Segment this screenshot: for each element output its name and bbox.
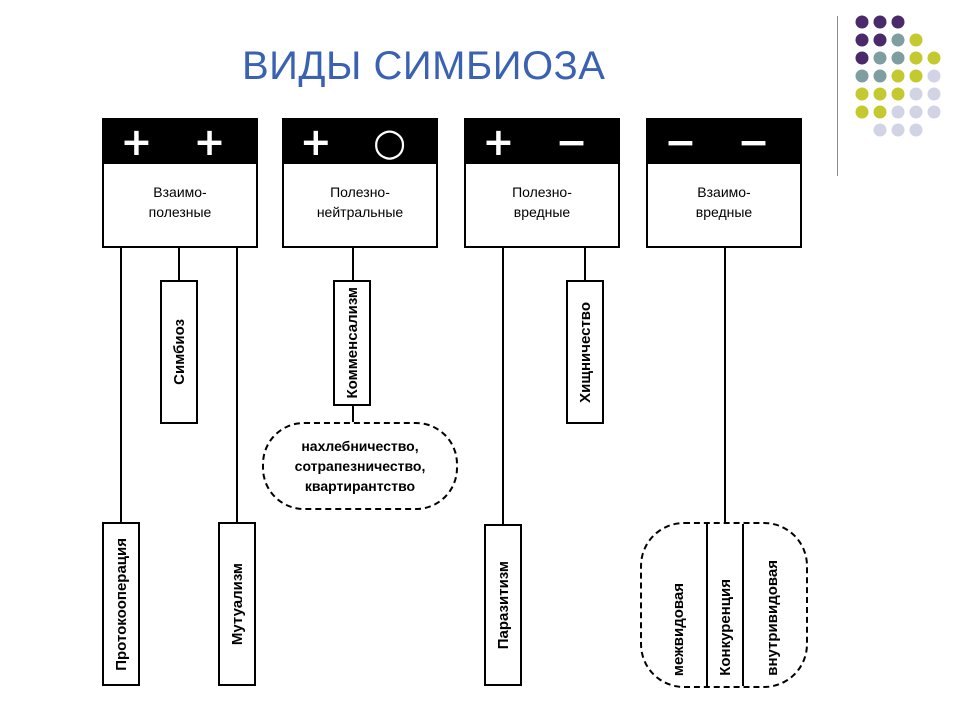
- category-signs: + −: [466, 120, 618, 164]
- form-mutualism: Мутуализм: [218, 522, 256, 686]
- decorative-dot: [873, 15, 887, 29]
- competition-intraspecific: внутривидовая: [746, 524, 798, 686]
- form-label: Паразитизм: [494, 560, 512, 650]
- form-label: Протокооперация: [112, 537, 130, 671]
- connector-line: [724, 248, 726, 522]
- category-signs: + +: [104, 120, 256, 164]
- form-label: Хищничество: [576, 301, 594, 403]
- connector-line: [352, 248, 354, 280]
- category-mutually-harmful: − − Взаимо- вредные: [646, 118, 802, 248]
- decorative-dot: [855, 105, 869, 119]
- decorative-dot: [873, 87, 887, 101]
- decorative-dot: [855, 51, 869, 65]
- decorative-dot: [873, 69, 887, 83]
- competition-interspecific: межвидовая: [652, 524, 704, 686]
- form-label: Мутуализм: [228, 562, 246, 646]
- connector-line: [584, 248, 586, 280]
- decorative-dot: [909, 87, 923, 101]
- decorative-dot: [855, 15, 869, 29]
- decorative-dot: [909, 123, 923, 137]
- category-beneficial-neutral: + ○ Полезно- нейтральные: [282, 118, 438, 248]
- form-parasitism: Паразитизм: [484, 524, 522, 686]
- decorative-dot: [927, 51, 941, 65]
- decorative-dot: [891, 123, 905, 137]
- form-protocooperation: Протокооперация: [102, 522, 140, 686]
- form-label: межвидовая: [669, 582, 687, 676]
- decorative-dot: [855, 87, 869, 101]
- decorative-dot: [891, 87, 905, 101]
- commensalism-types: нахлебничество, сотрапезничество, кварти…: [262, 422, 458, 510]
- decorative-dot: [891, 51, 905, 65]
- decorative-dot: [891, 15, 905, 29]
- form-label: внутривидовая: [763, 560, 781, 676]
- category-signs: + ○: [284, 120, 436, 164]
- decorative-dot: [873, 33, 887, 47]
- form-label: Конкуренция: [716, 579, 734, 676]
- decorative-dot: [909, 51, 923, 65]
- decorative-dot: [927, 69, 941, 83]
- decorative-divider: [837, 16, 838, 176]
- connector-line: [236, 248, 238, 522]
- decorative-dot: [891, 105, 905, 119]
- decorative-dot: [927, 87, 941, 101]
- connector-line: [352, 404, 354, 424]
- commensalism-type: нахлебничество,: [301, 438, 419, 454]
- form-competition: Конкуренция: [706, 524, 744, 686]
- category-name: Полезно- нейтральные: [316, 184, 404, 220]
- category-name: Взаимо- полезные: [148, 184, 212, 220]
- page-title: ВИДЫ СИМБИОЗА: [242, 44, 606, 88]
- competition-group: межвидовая Конкуренция внутривидовая: [640, 522, 808, 688]
- form-predation: Хищничество: [566, 280, 604, 424]
- decorative-dot: [873, 123, 887, 137]
- commensalism-type: сотрапезничество,: [294, 458, 426, 474]
- decorative-dot: [855, 33, 869, 47]
- form-label: Симбиоз: [170, 319, 188, 385]
- decorative-dot: [873, 105, 887, 119]
- connector-line: [120, 248, 122, 522]
- category-name: Полезно- вредные: [512, 184, 572, 220]
- decorative-dot: [909, 33, 923, 47]
- form-commensalism: Комменсализм: [333, 280, 371, 406]
- decorative-dot: [909, 105, 923, 119]
- decorative-dot: [873, 51, 887, 65]
- category-signs: − −: [648, 120, 800, 164]
- form-label: Комменсализм: [343, 287, 361, 399]
- connector-line: [502, 248, 504, 524]
- category-mutually-beneficial: + + Взаимо- полезные: [102, 118, 258, 248]
- decorative-dot: [891, 69, 905, 83]
- category-name: Взаимо- вредные: [695, 184, 753, 220]
- commensalism-type: квартирантство: [304, 478, 416, 494]
- connector-line: [178, 248, 180, 280]
- category-beneficial-harmful: + − Полезно- вредные: [464, 118, 620, 248]
- decorative-dot: [927, 105, 941, 119]
- decorative-dot: [909, 69, 923, 83]
- form-symbiosis: Симбиоз: [160, 280, 198, 424]
- decorative-dot: [891, 33, 905, 47]
- decorative-dot: [855, 69, 869, 83]
